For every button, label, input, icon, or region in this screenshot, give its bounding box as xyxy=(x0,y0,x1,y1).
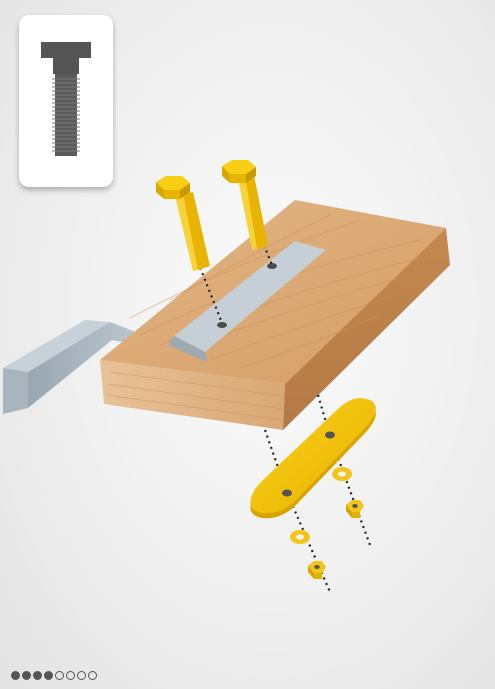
washer-lower xyxy=(290,530,310,544)
nut-upper xyxy=(346,500,364,518)
page-dot-1[interactable] xyxy=(11,671,20,680)
page-dot-6[interactable] xyxy=(66,671,75,680)
nut-lower xyxy=(308,561,326,579)
page-indicator[interactable] xyxy=(11,668,97,682)
page-dot-8[interactable] xyxy=(88,671,97,680)
bolt-right xyxy=(222,160,268,250)
washer-upper xyxy=(332,467,352,481)
page-dot-3[interactable] xyxy=(33,671,42,680)
page-dot-7[interactable] xyxy=(77,671,86,680)
page-dot-2[interactable] xyxy=(22,671,31,680)
bolt-left xyxy=(156,176,210,271)
page-dot-4[interactable] xyxy=(44,671,53,680)
page-dot-5[interactable] xyxy=(55,671,64,680)
wooden-block xyxy=(100,200,450,430)
